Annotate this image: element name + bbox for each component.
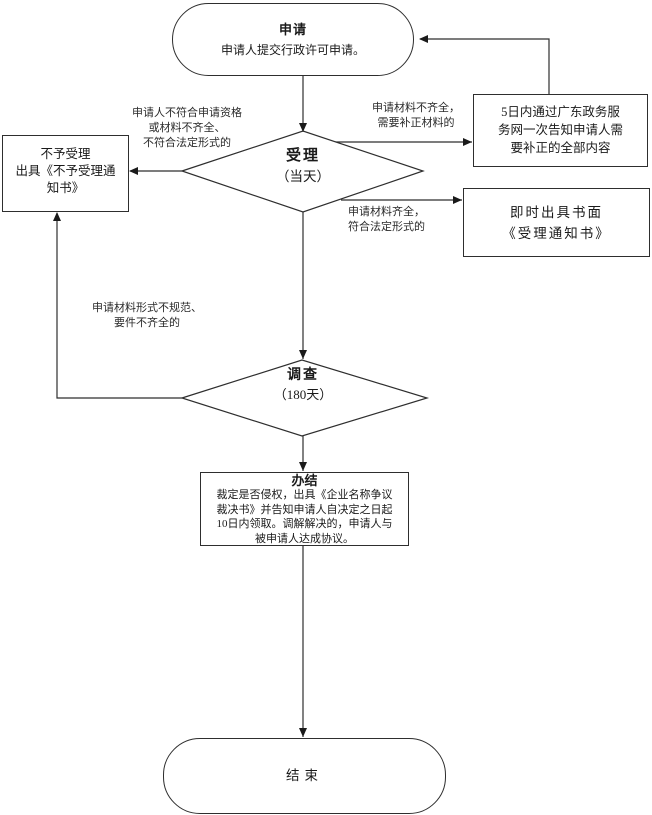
investigate-decision-subtitle: （180天） bbox=[273, 387, 333, 402]
arrowhead-right-supplement bbox=[463, 138, 472, 146]
arrowhead-up-reject-return bbox=[53, 212, 61, 221]
edge-label-nonstandard-form: 申请材料形式不规范、 要件不齐全的 bbox=[92, 302, 202, 329]
investigate-decision-title: 调查 bbox=[287, 368, 319, 383]
investigate-decision-diamond bbox=[180, 359, 430, 437]
arrowhead-left-reject bbox=[129, 167, 138, 175]
supplement-notice-node: 5日内通过广东政务服 务网一次告知申请人需 要补正的全部内容 bbox=[473, 94, 648, 167]
end-node: 结束 bbox=[163, 738, 446, 814]
edge-label-incomplete-materials: 申请材料不齐全， 需要补正材料的 bbox=[372, 102, 460, 129]
arrowhead-right-notice bbox=[453, 196, 462, 204]
accept-decision-subtitle: （当天） bbox=[276, 169, 330, 184]
connector-supplement-to-start bbox=[420, 38, 550, 96]
accept-decision-diamond bbox=[180, 130, 425, 213]
investigate-decision-node: 调查 （180天） bbox=[233, 366, 373, 404]
arrowhead-down-investigate bbox=[299, 350, 307, 359]
start-node-subtitle: 申请人提交行政许可申请。 bbox=[220, 43, 365, 57]
connector-investigate-to-reject bbox=[56, 213, 182, 399]
arrowhead-down-complete bbox=[299, 462, 307, 471]
arrowhead-left-feedback bbox=[419, 35, 428, 43]
accept-decision-title: 受理 bbox=[285, 148, 320, 164]
start-node: 申请 申请人提交行政许可申请。 bbox=[172, 3, 414, 76]
edge-label-not-qualified: 申请人不符合申请资格 或材料不齐全、 不符合法定形式的 bbox=[132, 107, 242, 149]
arrowhead-down-end bbox=[299, 728, 307, 737]
edge-label-complete-materials: 申请材料齐全， 符合法定形式的 bbox=[348, 206, 425, 233]
complete-node-body: 裁定是否侵权，出具《企业名称争议 裁决书》并告知申请人自决定之日起 10日内领取… bbox=[216, 489, 393, 545]
complete-node-title: 办结 bbox=[291, 473, 318, 488]
reject-node: 不予受理 出具《不予受理通 知书》 bbox=[2, 135, 129, 212]
accept-decision-node: 受理 （当天） bbox=[233, 147, 373, 186]
accept-notice-node: 即时出具书面 《受理通知书》 bbox=[463, 188, 650, 257]
complete-node: 办结 裁定是否侵权，出具《企业名称争议 裁决书》并告知申请人自决定之日起 10日… bbox=[200, 472, 409, 546]
arrowhead-down-accept bbox=[299, 123, 307, 132]
start-node-title: 申请 bbox=[278, 22, 307, 37]
